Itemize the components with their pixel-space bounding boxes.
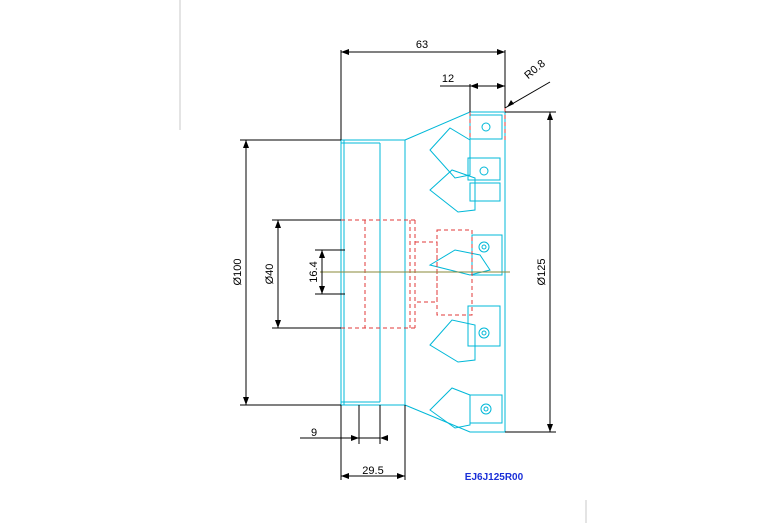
part-code-label: EJ6J125R00 [465, 472, 524, 483]
dim-bore-diameter: Ø40 [264, 264, 276, 285]
dim-insert-length: 12 [442, 73, 454, 85]
hidden-bore-lines [341, 108, 506, 329]
dimension-lines [240, 50, 556, 480]
dimension-arrowheads [243, 49, 553, 479]
dim-outer-diameter: Ø125 [536, 259, 548, 286]
dim-body-length: 29.5 [362, 465, 383, 477]
dim-keyway-width: 16.4 [308, 261, 320, 282]
dim-body-diameter: Ø100 [232, 259, 244, 286]
dim-overall-length: 63 [416, 39, 428, 51]
insert-pockets [428, 114, 503, 429]
dim-corner-radius: R0.8 [522, 58, 548, 82]
drawing-frame [179, 0, 587, 523]
dim-shoulder-offset: 9 [311, 427, 317, 439]
